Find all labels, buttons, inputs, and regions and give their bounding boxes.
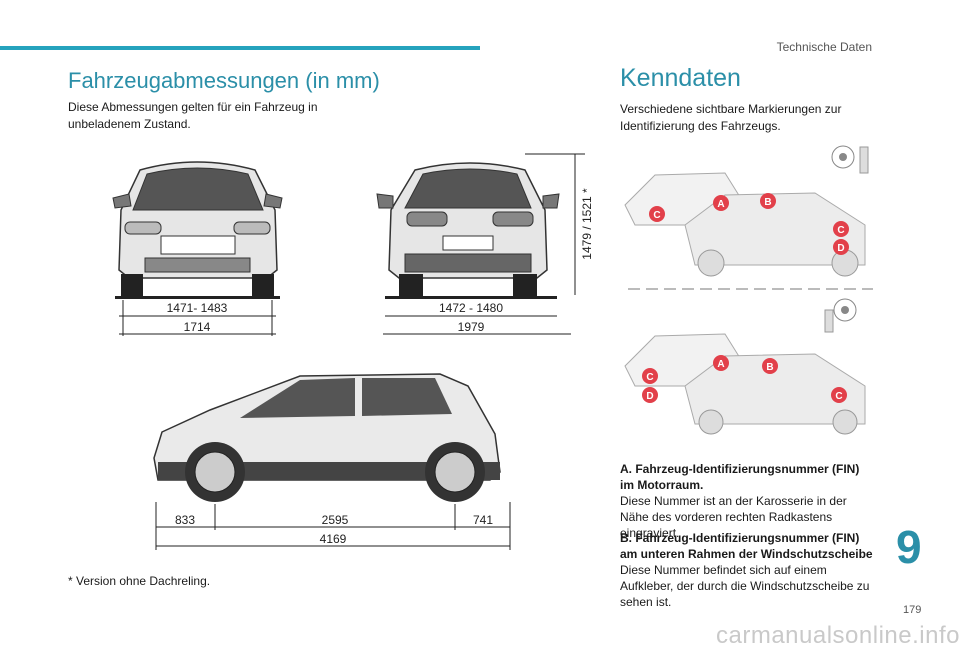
front-track-label: 1471- 1483 bbox=[167, 301, 228, 315]
marker-c: C bbox=[653, 210, 660, 221]
marker-d: D bbox=[646, 391, 653, 402]
marker-a: A bbox=[717, 359, 724, 370]
marker-b: B bbox=[766, 362, 773, 373]
dimensions-intro: Diese Abmessungen gelten für ein Fahrzeu… bbox=[68, 100, 318, 131]
marker-d: D bbox=[837, 243, 844, 254]
page-number: 179 bbox=[903, 604, 922, 616]
front-overhang-label: 833 bbox=[175, 513, 195, 527]
separator-dashes bbox=[628, 288, 873, 290]
id-markers-diagram-bottom: A B C D C bbox=[624, 298, 866, 435]
front-width-label: 1714 bbox=[184, 320, 211, 334]
kenndaten-title: Kenndaten bbox=[620, 64, 741, 92]
length-label: 4169 bbox=[320, 532, 347, 546]
item-b-title: B. Fahrzeug-Identifizierungsnummer (FIN)… bbox=[620, 531, 873, 561]
rear-overhang-label: 741 bbox=[473, 513, 493, 527]
marker-a: A bbox=[717, 199, 724, 210]
footnote: * Version ohne Dachreling. bbox=[68, 574, 211, 588]
side-view-diagram: 833 2595 741 4169 bbox=[153, 373, 511, 550]
accent-bar bbox=[0, 46, 480, 50]
id-markers-diagram-top: A B C C D bbox=[624, 145, 869, 277]
section-header: Technische Daten bbox=[776, 40, 872, 54]
wheelbase-label: 2595 bbox=[322, 513, 349, 527]
dimensions-title: Fahrzeugabmessungen (in mm) bbox=[68, 68, 380, 93]
front-view-diagram: 1471- 1483 1714 bbox=[112, 161, 283, 336]
item-a: A. Fahrzeug-Identifizierungsnummer (FIN)… bbox=[620, 461, 875, 541]
item-b-text: Diese Nummer befindet sich auf einem Auf… bbox=[620, 563, 870, 609]
item-a-text: Diese Nummer ist an der Karosserie in de… bbox=[620, 494, 847, 540]
height-label: 1479 / 1521 * bbox=[580, 188, 594, 260]
rear-width-label: 1979 bbox=[458, 320, 485, 334]
kenndaten-intro: Verschiedene sichtbare Markierungen zur … bbox=[620, 102, 842, 133]
rear-track-label: 1472 - 1480 bbox=[439, 301, 503, 315]
item-b: B. Fahrzeug-Identifizierungsnummer (FIN)… bbox=[620, 530, 875, 610]
rear-view-diagram: 1479 / 1521 * 1472 - 1480 1979 bbox=[376, 153, 594, 335]
marker-b: B bbox=[764, 197, 771, 208]
marker-c-right: C bbox=[837, 225, 844, 236]
item-a-title: A. Fahrzeug-Identifizierungsnummer (FIN)… bbox=[620, 462, 860, 492]
chapter-number: 9 bbox=[896, 521, 922, 573]
marker-c: C bbox=[646, 372, 653, 383]
watermark: carmanualsonline.info bbox=[716, 622, 960, 649]
marker-c-right: C bbox=[835, 391, 842, 402]
